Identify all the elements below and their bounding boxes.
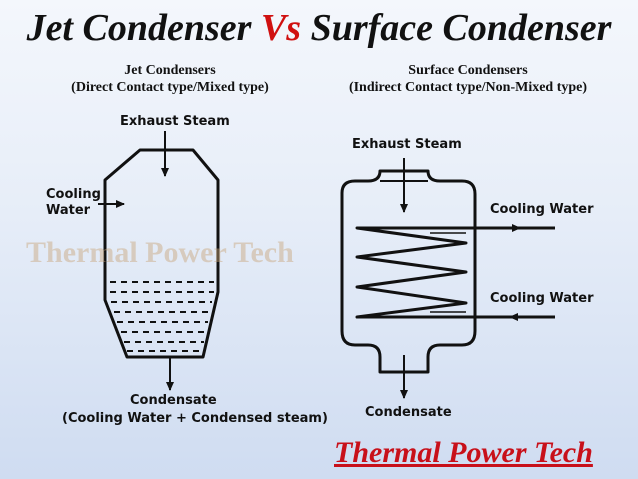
surface-heading-block: Surface Condensers (Indirect Contact typ…	[318, 62, 618, 96]
title-part2: Surface Condenser	[301, 7, 612, 49]
surface-subheading: (Indirect Contact type/Non-Mixed type)	[348, 80, 588, 95]
surface-condenser	[340, 158, 555, 399]
page-title: Jet Condenser Vs Surface Condenser	[0, 6, 638, 50]
jet-heading-block: Jet Condensers (Direct Contact type/Mixe…	[40, 62, 300, 96]
surface-shell-outline	[340, 169, 477, 374]
watermark-brand: Thermal Power Tech	[334, 436, 593, 469]
title-vs: Vs	[260, 7, 302, 49]
surface-condensate-label: Condensate	[365, 405, 452, 420]
jet-cooling-label-line2: Water	[46, 203, 91, 218]
jet-condensate-note: (Cooling Water + Condensed steam)	[62, 411, 328, 426]
surface-cooling-in-label: Cooling Water	[490, 291, 594, 306]
title-part1: Jet Condenser	[26, 7, 261, 49]
jet-cooling-label-line1: Cooling	[46, 187, 101, 202]
surface-tube-coil	[355, 226, 555, 319]
jet-exhaust-label: Exhaust Steam	[120, 114, 230, 129]
jet-vessel-outline	[103, 148, 220, 359]
surface-exhaust-label: Exhaust Steam	[352, 137, 462, 152]
jet-heading: Jet Condensers	[124, 63, 216, 78]
jet-cooling-label: Cooling Water	[46, 187, 101, 219]
jet-water-dashes	[110, 281, 214, 352]
jet-condensate-label: Condensate	[130, 393, 217, 408]
surface-cooling-out-label: Cooling Water	[490, 202, 594, 217]
surface-heading: Surface Condensers	[408, 63, 528, 78]
watermark-faint: Thermal Power Tech	[26, 236, 294, 269]
jet-condenser	[98, 131, 220, 391]
jet-subheading: (Direct Contact type/Mixed type)	[71, 80, 269, 95]
